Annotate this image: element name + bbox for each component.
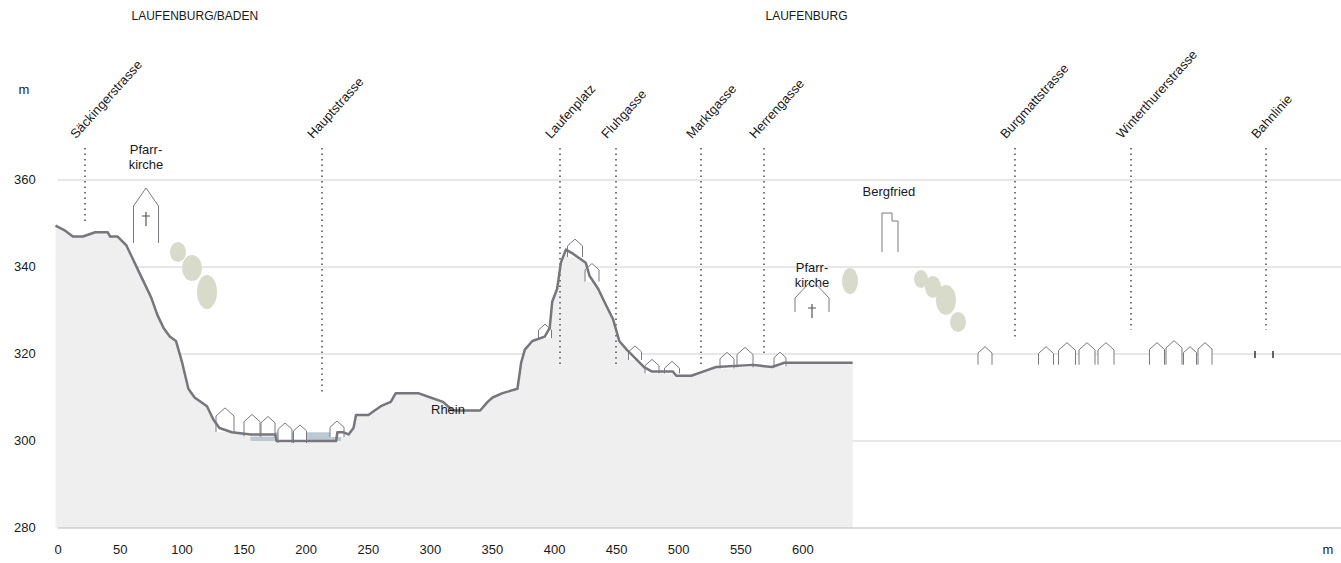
axis-tick: 400 [544, 542, 566, 558]
axis-tick: 350 [482, 542, 504, 558]
street-name: Bahnlinie [1248, 92, 1296, 142]
house [1059, 343, 1076, 365]
town-name: LAUFENBURG/BADEN [132, 8, 259, 24]
tree [936, 285, 956, 315]
street-marker [1265, 148, 1267, 330]
axis-tick: 550 [730, 542, 752, 558]
house [1198, 343, 1212, 365]
house [1079, 343, 1095, 365]
axis-tick: 450 [606, 542, 628, 558]
street-marker [763, 148, 765, 356]
axis-unit: m [19, 82, 30, 98]
axis-tick: 50 [113, 542, 127, 558]
axis-tick: 340 [14, 259, 36, 275]
axis-tick: 360 [14, 172, 36, 188]
house [1150, 343, 1165, 365]
building-name: Pfarr- kirche [123, 142, 169, 172]
tree [170, 242, 186, 262]
axis-tick: 250 [357, 542, 379, 558]
axis-tick: 600 [792, 542, 814, 558]
axis-tick: 150 [233, 542, 255, 558]
grid-line [58, 354, 1341, 355]
axis-tick: 200 [295, 542, 317, 558]
rail-mark [1254, 351, 1256, 358]
keep-tower [882, 213, 898, 252]
tree [197, 275, 217, 309]
house [978, 347, 992, 365]
building-name: Bergfried [863, 184, 916, 200]
street-marker [84, 148, 86, 222]
street-name: Fluhgasse [598, 87, 650, 142]
axis-tick: 320 [14, 346, 36, 362]
street-marker [1014, 148, 1016, 340]
town-name: LAUFENBURG [766, 8, 848, 24]
street-name: Hauptstrasse [304, 74, 367, 142]
street-marker [1130, 148, 1132, 330]
house [1098, 343, 1114, 365]
river-name: Rhein [431, 402, 465, 418]
building-name: Pfarr- kirche [789, 260, 835, 290]
axis-line [58, 528, 1341, 529]
tree [842, 268, 858, 294]
grid-line [58, 180, 1341, 181]
axis-tick: 100 [171, 542, 193, 558]
terrain-profile [56, 226, 853, 441]
street-marker [615, 148, 617, 368]
street-name: Säckingerstrasse [67, 57, 146, 142]
tree [950, 312, 966, 332]
church [134, 188, 159, 243]
street-name: Laufenplatz [542, 81, 599, 142]
cross-symbol [142, 212, 150, 226]
street-name: Marktgasse [683, 81, 740, 142]
street-name: Herrengasse [746, 76, 808, 142]
house [1184, 347, 1197, 365]
house [1166, 341, 1182, 365]
street-name: Burgmattstrasse [997, 61, 1072, 142]
axis-tick: 0 [55, 542, 62, 558]
axis-tick: 280 [14, 520, 36, 536]
ground-fill [56, 226, 853, 528]
axis-tick: 500 [668, 542, 690, 558]
street-marker [559, 148, 561, 368]
cross-symbol [808, 304, 816, 318]
axis-tick: 300 [14, 433, 36, 449]
axis-unit: m [1323, 542, 1334, 558]
tree [182, 255, 202, 281]
rail-mark [1272, 351, 1274, 358]
street-marker [700, 148, 702, 368]
axis-tick: 300 [420, 542, 442, 558]
house [1039, 347, 1054, 365]
street-marker [321, 148, 323, 392]
street-name: Winterthurerstrasse [1113, 47, 1201, 142]
grid-line [58, 267, 1341, 268]
